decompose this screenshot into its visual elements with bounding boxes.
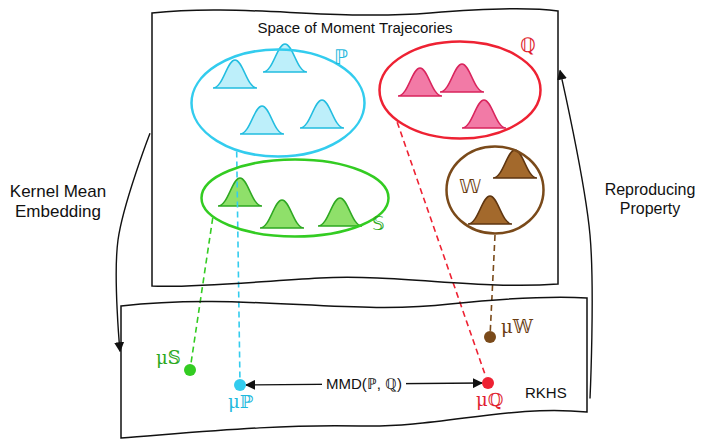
gaussian-bump [300,100,344,128]
embedding-link [237,152,240,379]
gaussian-bump [218,178,262,206]
set-outline [447,147,544,234]
moment-space-sheet: Space of Moment Trajecoriesℙ ℚ 𝕊 𝕎 [150,5,560,290]
gaussian-bump [468,196,512,224]
pink-bumps [398,64,506,128]
embedding-label: μℙ [228,392,253,413]
edge-label: MMD(ℙ, ℚ) [322,375,406,393]
set-outline [202,160,389,237]
distribution-set: 𝕎 [445,145,545,235]
set-label: ℚ [520,34,536,57]
edge-label: Reproducing Property [598,180,702,218]
mean-embedding-point: μℚ [482,377,494,389]
gaussian-bump [318,198,362,226]
distribution-set: ℙ [190,48,366,158]
node-outline [184,364,196,376]
cyan-bumps [213,44,344,134]
mmd-arrow [246,383,482,385]
mean-embedding-point: μℙ [234,379,246,391]
set-outline [192,50,365,157]
gaussian-bump [398,68,442,96]
embedding-dot [484,331,496,343]
set-outline [380,42,541,139]
gaussian-bump [440,64,484,92]
embedding-dot [482,377,494,389]
embedding-dot [184,364,196,376]
mean-embedding-point: μ𝕎 [484,331,496,343]
gaussian-bump [240,106,284,134]
node-outline [484,331,496,343]
gaussian-bump [462,100,506,128]
gaussian-bump [263,44,307,72]
sheet-outline [152,9,558,287]
embedding-arrow [116,133,150,351]
embedding-link [397,122,486,377]
embedding-label: μ𝕎 [501,317,533,338]
green-bumps [218,178,362,228]
embedding-link [191,218,213,364]
gaussian-bump [213,60,257,88]
node-outline [150,5,560,290]
node-outline [190,48,366,158]
embedding-link [490,235,495,331]
edge-label: Kernel Mean Embedding [3,182,113,223]
set-label: 𝕊 [372,212,385,235]
set-label: ℙ [334,46,348,69]
space-label: RKHS [525,384,567,401]
distribution-set: 𝕊 [200,158,390,238]
node-outline [445,145,545,235]
embedding-label: μ𝕊 [156,348,181,369]
node-outline [200,158,390,238]
distribution-set: ℚ [378,40,542,140]
gaussian-bump [260,200,304,228]
embedding-label: μℚ [476,390,503,411]
node-outline [120,292,590,440]
rkhs-sheet: RKHS μ𝕊 μℙ μℚ μ𝕎 [120,292,590,440]
node-outline [482,377,494,389]
embedding-dot [234,379,246,391]
node-outline [378,40,542,140]
mean-embedding-point: μ𝕊 [184,364,196,376]
reproducing-arrow [560,71,592,399]
sheet-title: Space of Moment Trajecories [150,19,560,36]
sheet-outline [121,297,587,438]
node-outline [234,379,246,391]
set-label: 𝕎 [459,175,481,198]
brown-bumps [468,150,537,224]
gaussian-bump [493,150,537,178]
